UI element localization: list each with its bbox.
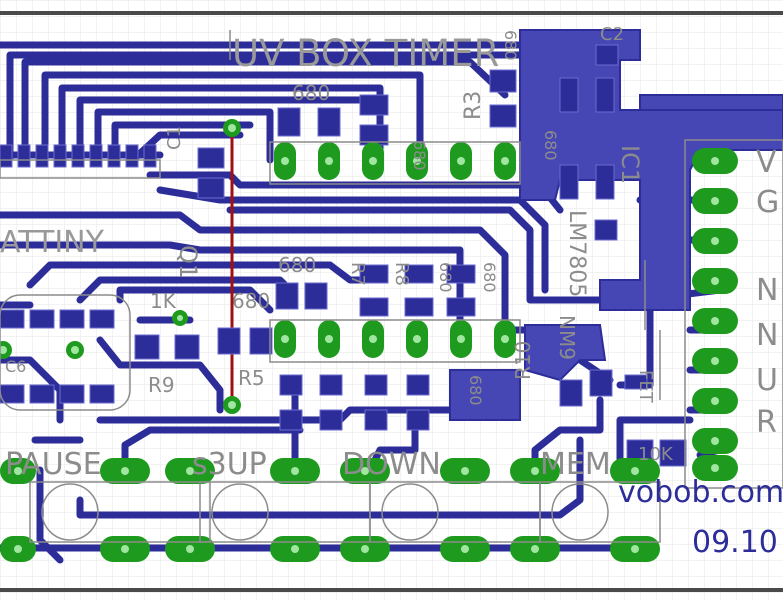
part-label: 680 xyxy=(436,262,455,293)
down-button-label: DOWN xyxy=(342,447,441,482)
connector-labels: V G N N U R xyxy=(756,145,779,440)
part-label: C1 xyxy=(164,126,185,150)
part-label: 1K xyxy=(150,289,177,313)
part-label: 680 xyxy=(541,130,560,161)
pad-holes xyxy=(14,157,719,553)
connector-label: R xyxy=(756,405,777,440)
part-label: Q1 xyxy=(174,245,202,279)
part-label: R8 xyxy=(391,262,412,286)
up-button-label: s3UP xyxy=(192,447,267,482)
connector-label: N xyxy=(756,273,778,308)
part-label: R7 xyxy=(347,262,368,286)
website-label: vobob.com xyxy=(618,475,783,510)
part-label: R5 xyxy=(238,366,265,390)
vias xyxy=(0,119,241,414)
part-label: 680 xyxy=(292,81,330,105)
board-outline xyxy=(0,11,783,592)
pause-button-label: PAUSE xyxy=(5,447,102,482)
part-label: IC1 xyxy=(616,145,644,184)
part-label: 680 xyxy=(410,140,429,171)
date-label: 09.10 xyxy=(692,525,778,560)
board-title: UV BOX TIMER xyxy=(232,32,499,75)
silkscreen-labels: UV BOX TIMER 680 680 680 10K R9 R5 1K AT… xyxy=(0,24,674,465)
part-label: C2 xyxy=(600,24,624,45)
part-label: 680 xyxy=(232,289,270,313)
part-label: R3 xyxy=(461,91,486,120)
connector-label: N xyxy=(756,318,778,353)
part-label: R10 xyxy=(511,341,535,380)
part-label: FET xyxy=(635,370,656,404)
part-label: 680 xyxy=(480,262,499,293)
connector-label: G xyxy=(756,185,779,220)
part-label: R9 xyxy=(148,373,175,397)
button-labels: PAUSE s3UP DOWN MEM xyxy=(5,447,611,482)
footer-labels: vobob.com 09.10 xyxy=(618,475,783,560)
part-label: LM7805 xyxy=(564,210,589,297)
part-label: ATTINY xyxy=(0,225,105,260)
part-label: 680 xyxy=(278,253,316,277)
connector-label: U xyxy=(756,363,778,398)
silkscreen-outlines xyxy=(0,30,783,543)
connector-label: V xyxy=(756,145,777,180)
part-label: 10K xyxy=(638,444,674,465)
part-label: C6 xyxy=(5,357,26,376)
part-label: 680 xyxy=(466,375,485,406)
part-label: NM9 xyxy=(555,315,579,360)
via-holes xyxy=(0,124,236,409)
copper-pours xyxy=(449,29,783,421)
part-label: 680 xyxy=(501,30,520,61)
mem-button-label: MEM xyxy=(540,447,611,482)
